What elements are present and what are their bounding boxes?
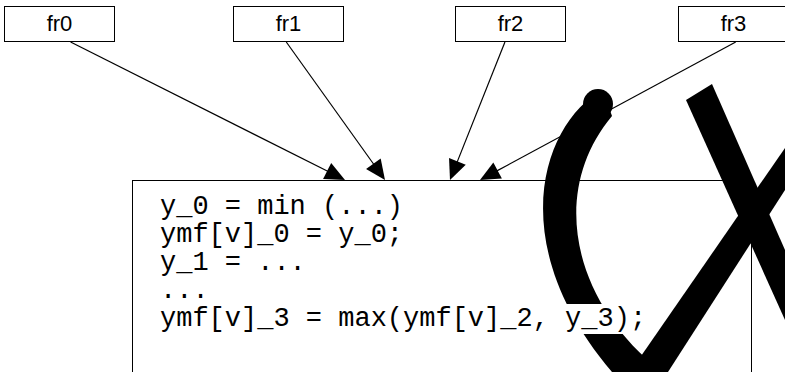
arrow-line: [71, 42, 331, 173]
arrow-connector: [71, 42, 345, 180]
cross-stroke: [630, 148, 785, 372]
frame-label: fr1: [276, 7, 302, 41]
code-line: ...: [160, 277, 751, 305]
arrow-connector: [286, 42, 385, 180]
arrow-head: [323, 163, 345, 180]
code-line: y_0 = min (...): [160, 193, 751, 221]
arrow-head: [449, 158, 466, 180]
frame-box: fr2: [455, 6, 566, 42]
frame-label: fr3: [721, 7, 747, 41]
arrow-line: [456, 42, 505, 165]
arrow-head: [480, 163, 502, 180]
arrow-line: [286, 42, 375, 167]
frame-box: fr1: [233, 6, 344, 42]
code-line: ymf[v]_0 = y_0;: [160, 221, 751, 249]
code-line: y_1 = ...: [160, 249, 751, 277]
arrow-connector: [449, 42, 505, 180]
frame-label: fr0: [47, 7, 73, 41]
code-line: ymf[v]_3 = max(ymf[v]_2, y_3);: [160, 305, 751, 333]
arrow-head: [366, 158, 385, 180]
code-box: y_0 = min (...)ymf[v]_0 = y_0;y_1 = ....…: [132, 180, 752, 372]
frame-label: fr2: [498, 7, 524, 41]
frame-box: fr3: [678, 6, 785, 42]
frame-box: fr0: [4, 6, 115, 42]
